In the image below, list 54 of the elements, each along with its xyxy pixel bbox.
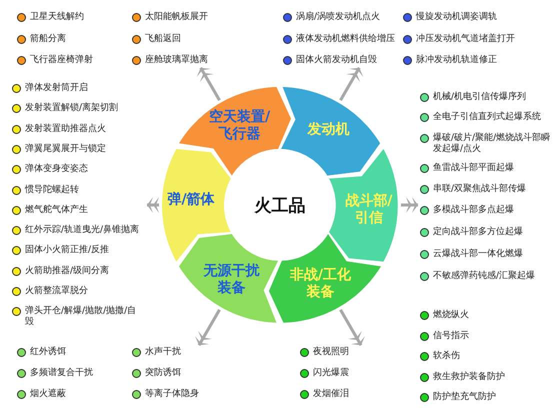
segment-label: 战斗部/引信 [344, 192, 394, 227]
list-item: 爆破/破片/聚能/燃烧战斗部瞬发起爆/点火 [433, 133, 552, 155]
list-item: 飞船返回 [145, 34, 181, 44]
list-item: 突防诱饵 [145, 368, 181, 379]
list-item: 发射装置助推器点火 [25, 124, 106, 135]
list-item: 液体发动机燃料供给增压 [296, 34, 395, 44]
list-item: 红外诱饵 [30, 347, 66, 358]
list-item: 弹体发射筒开启 [25, 83, 88, 94]
list-item: 固体火箭发动机自毁 [296, 55, 377, 66]
list-item: 信号指示 [433, 330, 469, 342]
list-item: 涡扇/涡喷发动机点火 [296, 12, 380, 23]
list-item: 烟火遮蔽 [30, 389, 66, 400]
list-item: 云爆战斗部一体化燃爆 [433, 249, 523, 260]
list-item: 多模战斗部多点起爆 [433, 205, 514, 216]
list-item: 火箭整流罩脱分 [25, 286, 88, 297]
list-item: 飞行器座椅弹射 [30, 55, 93, 66]
list-item: 弹翼尾翼展开与锁定 [25, 144, 106, 155]
list-item: 燃气舵气体产生 [25, 204, 88, 216]
segment-label: 发动机 [306, 122, 350, 139]
list-item: 火箭助推器/级间分离 [25, 266, 110, 277]
list-item: 等离子体隐身 [145, 389, 199, 400]
list-item: 夜视照明 [313, 347, 349, 358]
list-item: 燃烧纵火 [433, 310, 469, 321]
list-item: 脉冲发动机轨道修正 [416, 55, 497, 66]
list-item: 太阳能帆板展开 [145, 12, 208, 23]
segment-label: 无源干扰装备 [202, 262, 261, 297]
list-item: 不敏感弹药钝感/汇聚起爆 [433, 271, 536, 282]
segment-label: 空天装置/飞行器 [208, 108, 272, 143]
segment-label: 非战/工化装备 [288, 267, 352, 302]
list-item: 全电子引信直列式起爆系统 [433, 112, 541, 123]
list-item: 定向战斗部多方位起爆 [433, 227, 523, 238]
list-item: 串联/双聚焦战斗部传爆 [433, 184, 526, 195]
list-item: 座舱玻璃罩抛离 [145, 55, 208, 66]
list-item: 箭船分离 [30, 34, 66, 44]
list-item: 红外示踪/轨道曳光/鼻锥抛离 [25, 225, 140, 236]
center-label: 火工品 [254, 194, 306, 216]
segment-label: 弹/箭体 [166, 192, 216, 209]
list-item: 惯导陀螺起转 [25, 184, 79, 196]
list-item: 弹头开仓/解爆/抛散/抛撒/自毁 [25, 306, 138, 328]
list-item: 鱼雷战斗部平面起爆 [433, 163, 514, 174]
list-item: 固体小火箭正推/反推 [25, 245, 110, 256]
list-item: 闪光爆震 [313, 368, 349, 379]
list-item: 卫星天线解约 [30, 12, 84, 23]
list-item: 水声干扰 [145, 347, 181, 358]
list-item: 冲压发动机气道堵盖打开 [416, 34, 515, 44]
list-item: 发烟催泪 [313, 389, 349, 400]
list-item: 防护垫充气防护 [433, 392, 496, 403]
list-item: 多频谱复合干扰 [30, 368, 93, 379]
list-item: 软杀伤 [433, 351, 460, 362]
list-item: 弹体变身变姿态 [25, 164, 88, 176]
list-item: 机械/机电引信传爆序列 [433, 92, 526, 103]
list-item: 救生救护装备防护 [433, 372, 505, 382]
list-item: 慢旋发动机调姿调轨 [416, 12, 497, 23]
list-item: 发射装置解锁/离架切割 [25, 103, 118, 114]
